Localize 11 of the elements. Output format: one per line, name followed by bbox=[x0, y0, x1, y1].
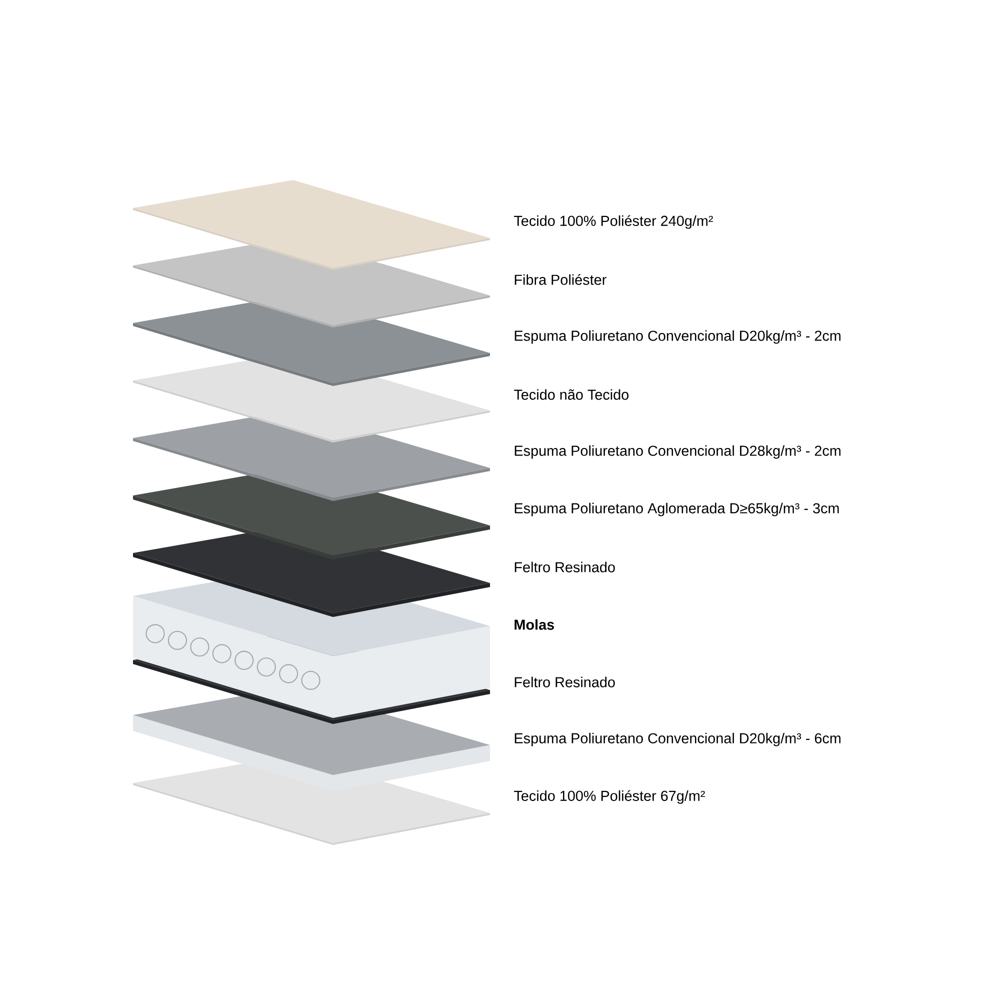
layer-label: Feltro Resinado bbox=[514, 562, 615, 572]
layer-label: Feltro Resinado bbox=[514, 676, 615, 688]
layer-label: Molas bbox=[514, 619, 554, 630]
layer-label: Tecido 100% Poliéster 67g/m² bbox=[514, 790, 705, 804]
layer-label: Espuma Poliuretano Convencional D20kg/m³ - 2cm bbox=[514, 330, 840, 344]
layer-label: Espuma Poliuretano Aglomerada D≥65kg/m³ - 3cm bbox=[514, 502, 839, 516]
layer-label: Espuma Poliuretano Convencional D20kg/m³ - 6cm bbox=[514, 732, 840, 746]
layer-label: Tecido 100% Poliéster 240g/m² bbox=[514, 215, 713, 229]
layer-label: Fibra Poliéster bbox=[514, 274, 606, 285]
layer-label: Tecido não Tecido bbox=[514, 389, 628, 400]
layer-label: Espuma Poliuretano Convencional D28kg/m³ - 2cm bbox=[514, 445, 840, 459]
